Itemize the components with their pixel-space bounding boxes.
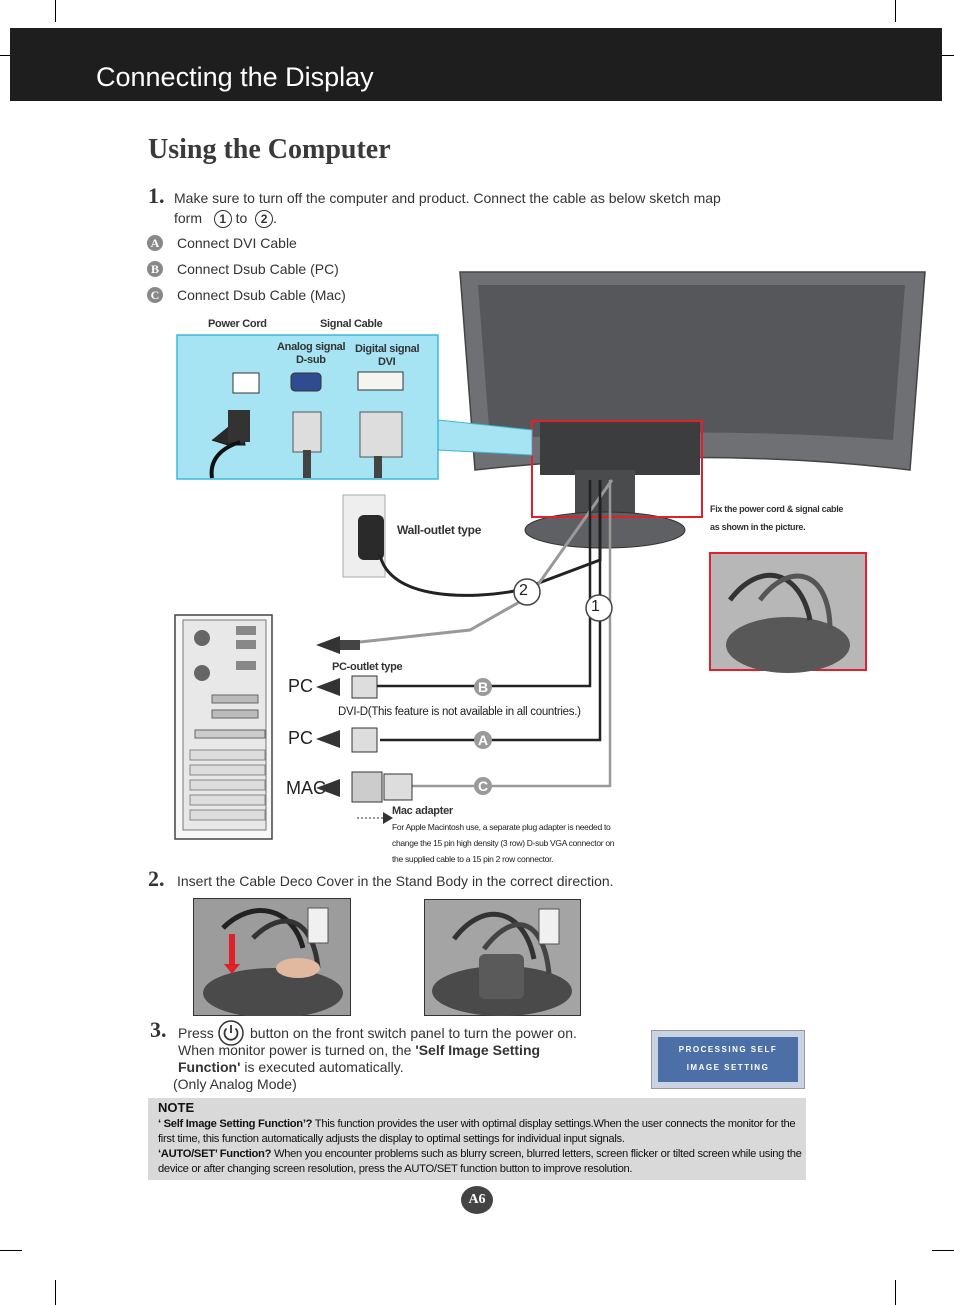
power-cord-label: Power Cord bbox=[208, 318, 267, 330]
step-3-line1: button on the front switch panel to turn… bbox=[250, 1025, 577, 1041]
cable-b-badge: B bbox=[474, 678, 492, 696]
option-label-b: Connect Dsub Cable (PC) bbox=[177, 261, 339, 277]
osd-message: PROCESSING SELF IMAGE SETTING bbox=[658, 1037, 798, 1082]
step-3-line4: (Only Analog Mode) bbox=[173, 1076, 297, 1092]
step-2-number: 2. bbox=[148, 866, 165, 891]
monitor-back-illustration bbox=[459, 271, 926, 549]
crop-mark bbox=[932, 55, 954, 56]
header-bar bbox=[10, 28, 942, 101]
option-badge-c: C bbox=[147, 287, 163, 303]
mac-adapter-text-3: the supplied cable to a 15 pin 2 row con… bbox=[392, 854, 554, 864]
circle-1-icon: 1 bbox=[213, 210, 232, 228]
analog-signal-label: Analog signal bbox=[277, 341, 346, 353]
dvi-label: DVI bbox=[378, 356, 396, 368]
note-item-2: ‘AUTO/SET’ Function? When you encounter … bbox=[158, 1148, 802, 1175]
mac-adapter-title: Mac adapter bbox=[392, 805, 453, 817]
step-2-text: Insert the Cable Deco Cover in the Stand… bbox=[177, 873, 614, 889]
crop-mark bbox=[895, 1280, 896, 1305]
circle-2-icon: 2 bbox=[255, 210, 274, 228]
option-label-a: Connect DVI Cable bbox=[177, 235, 297, 251]
page-header-title: Connecting the Display bbox=[96, 62, 374, 92]
note-box: NOTE ‘ Self Image Setting Function’? Thi… bbox=[148, 1098, 806, 1180]
crop-mark bbox=[0, 1250, 22, 1251]
section-title: Using the Computer bbox=[148, 134, 391, 165]
cable-c-badge: C bbox=[474, 777, 492, 795]
option-badge-b: B bbox=[147, 261, 163, 277]
dvi-note: DVI-D(This feature is not available in a… bbox=[338, 706, 581, 718]
callout-2: 2 bbox=[519, 582, 528, 599]
crop-mark bbox=[932, 1250, 954, 1251]
step-1-text: Make sure to turn off the computer and p… bbox=[174, 190, 721, 206]
cable-a-badge: A bbox=[474, 731, 492, 749]
fix-note-line2: as shown in the picture. bbox=[710, 522, 806, 532]
option-badge-a: A bbox=[147, 235, 163, 251]
pc-outlet-label: PC-outlet type bbox=[332, 661, 403, 673]
dsub-label: D-sub bbox=[296, 354, 326, 366]
note-item-1: ‘ Self Image Setting Function’? This fun… bbox=[158, 1118, 796, 1145]
wall-outlet-label: Wall-outlet type bbox=[397, 523, 482, 537]
osd-processing-screen: PROCESSING SELF IMAGE SETTING bbox=[651, 1030, 805, 1089]
step-3-line2: When monitor power is turned on, the 'Se… bbox=[178, 1042, 541, 1058]
crop-mark bbox=[55, 1280, 56, 1305]
note-title: NOTE bbox=[158, 1100, 195, 1115]
pc-port-label-1: PC bbox=[288, 676, 314, 696]
step-1-number: 1. bbox=[148, 183, 165, 208]
deco-cover-photo-1 bbox=[193, 898, 351, 1016]
power-button-icon bbox=[218, 1020, 244, 1046]
option-label-c: Connect Dsub Cable (Mac) bbox=[177, 287, 346, 303]
pc-port-label-2: PC bbox=[288, 728, 314, 748]
step-3-press: Press bbox=[178, 1025, 214, 1041]
mac-port-label: MAC bbox=[286, 778, 326, 798]
callout-1: 1 bbox=[591, 598, 600, 615]
step-3-line3: Function' is executed automatically. bbox=[178, 1059, 404, 1075]
connector-highlight-box bbox=[531, 420, 703, 518]
mac-adapter-text-1: For Apple Macintosh use, a separate plug… bbox=[392, 822, 611, 832]
pc-tower-illustration bbox=[174, 614, 273, 840]
crop-mark bbox=[55, 0, 56, 22]
fix-note-line1: Fix the power cord & signal cable bbox=[710, 504, 844, 514]
step-1-text-line2: form 1 to 2. bbox=[174, 210, 277, 228]
step-3-number: 3. bbox=[150, 1017, 167, 1042]
digital-signal-label: Digital signal bbox=[355, 343, 420, 355]
page-number: A6 bbox=[461, 1186, 493, 1214]
deco-cover-photo-2 bbox=[424, 899, 581, 1016]
mac-adapter-text-2: change the 15 pin high density (3 row) D… bbox=[392, 838, 615, 848]
signal-cable-label: Signal Cable bbox=[320, 318, 383, 330]
crop-mark bbox=[895, 0, 896, 22]
